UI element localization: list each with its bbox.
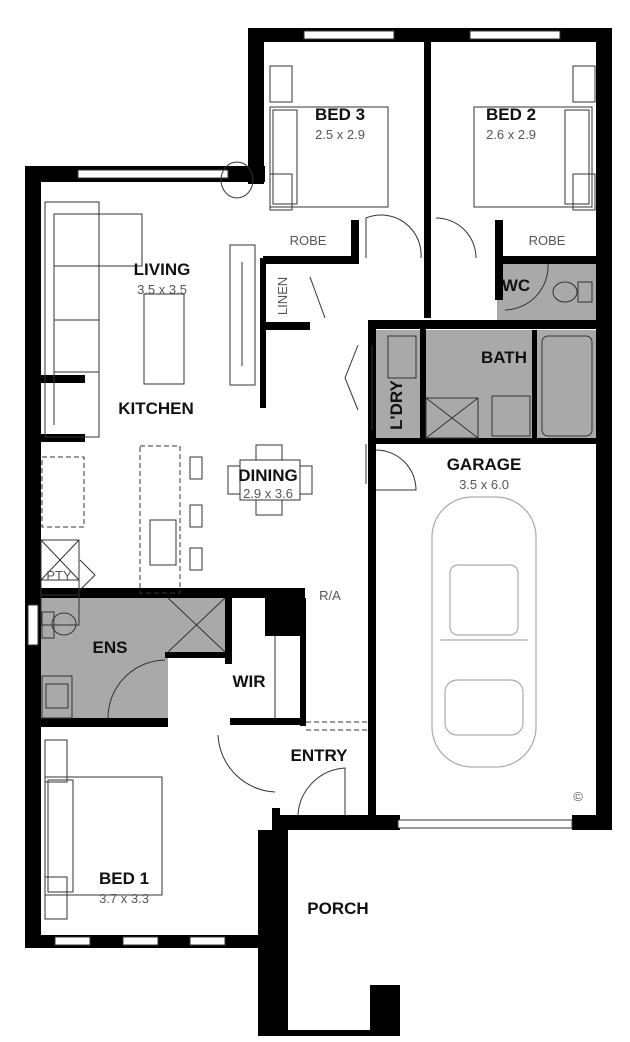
pantry-label: PTY: [46, 568, 72, 583]
ensuite-floor: [40, 598, 168, 720]
wir-label: WIR: [232, 672, 265, 691]
room-labels: BED 3 2.5 x 2.9 BED 2 2.6 x 2.9 ROBE ROB…: [46, 105, 583, 918]
window: [469, 30, 561, 40]
car-icon: [431, 496, 537, 768]
porch-label: PORCH: [307, 899, 368, 918]
robe2-label: ROBE: [529, 233, 566, 248]
bed3-label: BED 3: [315, 105, 365, 124]
dining-size: 2.9 x 3.6: [243, 486, 293, 501]
windows: [27, 30, 561, 946]
window: [27, 604, 39, 646]
window: [303, 30, 395, 40]
ra-label: R/A: [319, 588, 341, 603]
bath-label: BATH: [481, 348, 527, 367]
wc-floor: [497, 262, 597, 322]
bed1-size: 3.7 x 3.3: [99, 891, 149, 906]
bed3-size: 2.5 x 2.9: [315, 127, 365, 142]
copyright-mark: ©: [573, 789, 583, 804]
window: [122, 936, 159, 946]
bed2-size: 2.6 x 2.9: [486, 127, 536, 142]
garage-label: GARAGE: [447, 455, 522, 474]
linen-label: LINEN: [275, 277, 290, 315]
furniture: [40, 65, 596, 920]
garage-size: 3.5 x 6.0: [459, 477, 509, 492]
living-label: LIVING: [134, 260, 191, 279]
window: [54, 936, 91, 946]
bed1-label: BED 1: [99, 869, 149, 888]
wc-label: WC: [502, 276, 530, 295]
dining-label: DINING: [238, 466, 298, 485]
entry-label: ENTRY: [291, 746, 349, 765]
laundry-label: L'DRY: [387, 380, 406, 430]
window: [189, 936, 226, 946]
kitchen-label: KITCHEN: [118, 399, 194, 418]
robe3-label: ROBE: [290, 233, 327, 248]
living-size: 3.5 x 3.5: [137, 282, 187, 297]
window: [77, 169, 229, 179]
doors: [79, 214, 549, 816]
bath-laundry-floor: [374, 330, 597, 440]
bed2-label: BED 2: [486, 105, 536, 124]
ensuite-label: ENS: [93, 638, 128, 657]
